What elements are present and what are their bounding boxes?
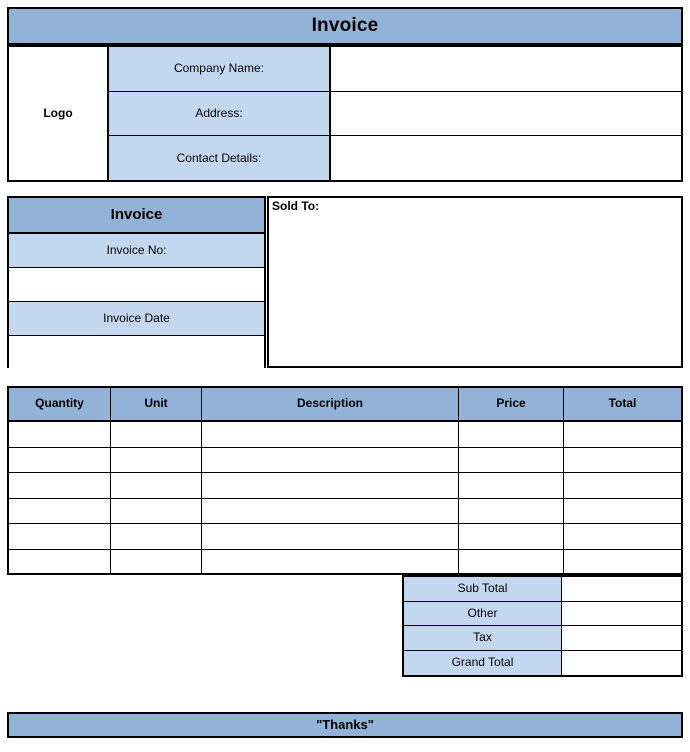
cell-unit[interactable] [111, 422, 202, 447]
table-row [9, 498, 681, 524]
other-label: Other [404, 601, 562, 625]
cell-description[interactable] [202, 422, 459, 447]
table-row [9, 524, 681, 550]
cell-quantity[interactable] [9, 549, 111, 575]
cell-description[interactable] [202, 524, 459, 549]
cell-price[interactable] [459, 447, 564, 472]
cell-description[interactable] [202, 498, 459, 523]
logo-placeholder[interactable]: Logo [9, 47, 109, 180]
cell-quantity[interactable] [9, 422, 111, 447]
invoice-no-value[interactable] [9, 268, 264, 302]
cell-total[interactable] [564, 448, 681, 473]
sold-to-block[interactable]: Sold To: [267, 196, 683, 368]
cell-price[interactable] [459, 473, 564, 498]
table-row [9, 447, 681, 473]
table-row [9, 473, 681, 499]
company-name-value[interactable] [331, 47, 681, 91]
invoice-date-value[interactable] [9, 336, 264, 370]
company-contact-value[interactable] [331, 136, 681, 181]
footer-message: "Thanks" [9, 714, 681, 736]
grand-total-row: Grand Total [404, 650, 681, 675]
grand-total-value[interactable] [562, 650, 681, 675]
footer-banner: "Thanks" [7, 712, 683, 738]
cell-unit[interactable] [111, 524, 202, 549]
cell-quantity[interactable] [9, 498, 111, 523]
invoice-no-label: Invoice No: [9, 234, 264, 268]
cell-total[interactable] [564, 473, 681, 498]
column-header-unit: Unit [111, 388, 202, 420]
company-address-label: Address: [109, 91, 331, 136]
tax-row: Tax [404, 626, 681, 651]
cell-price[interactable] [459, 524, 564, 549]
cell-total[interactable] [564, 524, 681, 549]
items-header-row: Quantity Unit Description Price Total [9, 388, 681, 422]
cell-price[interactable] [459, 549, 564, 575]
totals-block: Sub Total Other Tax Grand Total [402, 575, 683, 677]
company-address-value[interactable] [331, 91, 681, 136]
invoice-details-block: Invoice Invoice No: Invoice Date [7, 196, 266, 370]
subtotal-value[interactable] [562, 577, 681, 601]
cell-unit[interactable] [111, 473, 202, 498]
table-row [9, 549, 681, 576]
cell-description[interactable] [202, 473, 459, 498]
company-address-row: Address: [109, 91, 681, 137]
company-fields: Company Name: Address: Contact Details: [109, 47, 681, 181]
other-row: Other [404, 601, 681, 626]
grand-total-label: Grand Total [404, 650, 562, 675]
company-name-label: Company Name: [109, 47, 331, 91]
invoice-title-banner: Invoice [7, 7, 683, 45]
subtotal-label: Sub Total [404, 577, 562, 601]
cell-total[interactable] [564, 422, 681, 447]
cell-price[interactable] [459, 422, 564, 447]
column-header-price: Price [459, 388, 564, 420]
company-contact-row: Contact Details: [109, 136, 681, 181]
table-row [9, 422, 681, 448]
invoice-details-heading: Invoice [9, 198, 264, 234]
cell-quantity[interactable] [9, 524, 111, 549]
cell-description[interactable] [202, 549, 459, 575]
cell-total[interactable] [564, 550, 681, 576]
subtotal-row: Sub Total [404, 577, 681, 602]
company-contact-label: Contact Details: [109, 136, 331, 181]
page-title: Invoice [9, 9, 681, 43]
other-value[interactable] [562, 601, 681, 625]
column-header-quantity: Quantity [9, 388, 111, 420]
sold-to-label: Sold To: [272, 199, 320, 213]
tax-value[interactable] [562, 626, 681, 650]
cell-total[interactable] [564, 499, 681, 524]
cell-description[interactable] [202, 447, 459, 472]
cell-unit[interactable] [111, 447, 202, 472]
line-items-table: Quantity Unit Description Price Total [7, 386, 683, 575]
cell-quantity[interactable] [9, 447, 111, 472]
cell-unit[interactable] [111, 549, 202, 575]
tax-label: Tax [404, 626, 562, 650]
company-name-row: Company Name: [109, 47, 681, 92]
column-header-description: Description [202, 388, 459, 420]
cell-price[interactable] [459, 498, 564, 523]
company-info-block: Logo Company Name: Address: Contact Deta… [7, 45, 683, 182]
cell-quantity[interactable] [9, 473, 111, 498]
cell-unit[interactable] [111, 498, 202, 523]
invoice-date-label: Invoice Date [9, 302, 264, 336]
column-header-total: Total [564, 388, 681, 420]
